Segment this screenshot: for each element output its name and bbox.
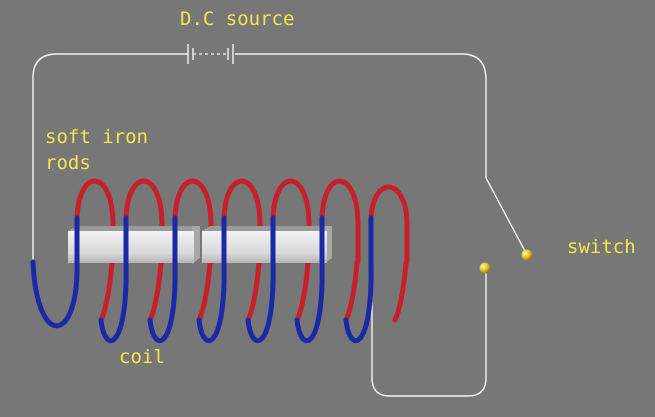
coil-back-descent	[392, 259, 409, 323]
soft-iron-label-line2: rods	[45, 152, 91, 174]
dc-source-label: D.C source	[180, 8, 294, 30]
coil-back-loops	[74, 178, 410, 323]
coil-front-arc	[245, 215, 276, 344]
coil-back-arc	[172, 178, 214, 265]
coil-front-loops	[30, 215, 374, 344]
coil-front-arc	[98, 215, 129, 344]
switch-label: switch	[567, 236, 636, 258]
coil-front-arc	[196, 215, 227, 344]
coil-back-arc	[221, 178, 263, 265]
coil-back-descent	[147, 259, 164, 323]
coil-back-arc	[123, 178, 165, 265]
coil-back-descent	[294, 259, 311, 323]
coil-front-arc	[343, 215, 374, 344]
coil-label: coil	[119, 346, 165, 368]
coil-back-arc	[270, 178, 312, 265]
coil-front-arc	[147, 215, 178, 344]
coil-back-arc	[368, 184, 410, 265]
circuit-wire	[32, 53, 188, 262]
coil-back-descent	[98, 259, 115, 323]
coil-back-descent	[196, 259, 213, 323]
soft-iron-label-line1: soft iron	[45, 126, 148, 148]
soft-iron-rod-left	[68, 226, 200, 264]
coil-front-arc	[294, 215, 325, 344]
coil-back-descent	[343, 259, 360, 323]
coil-back-arc	[319, 178, 361, 265]
coil-front-arc	[30, 215, 80, 329]
coil-back-descent	[245, 259, 262, 323]
switch-contact-lower[interactable]	[479, 262, 491, 274]
circuit-wire-bottom	[371, 232, 487, 397]
switch-contact-upper[interactable]	[521, 249, 533, 261]
circuit-wire-top-right	[235, 53, 527, 254]
dc-source-battery	[187, 44, 234, 64]
coil-back-arc	[74, 178, 116, 265]
